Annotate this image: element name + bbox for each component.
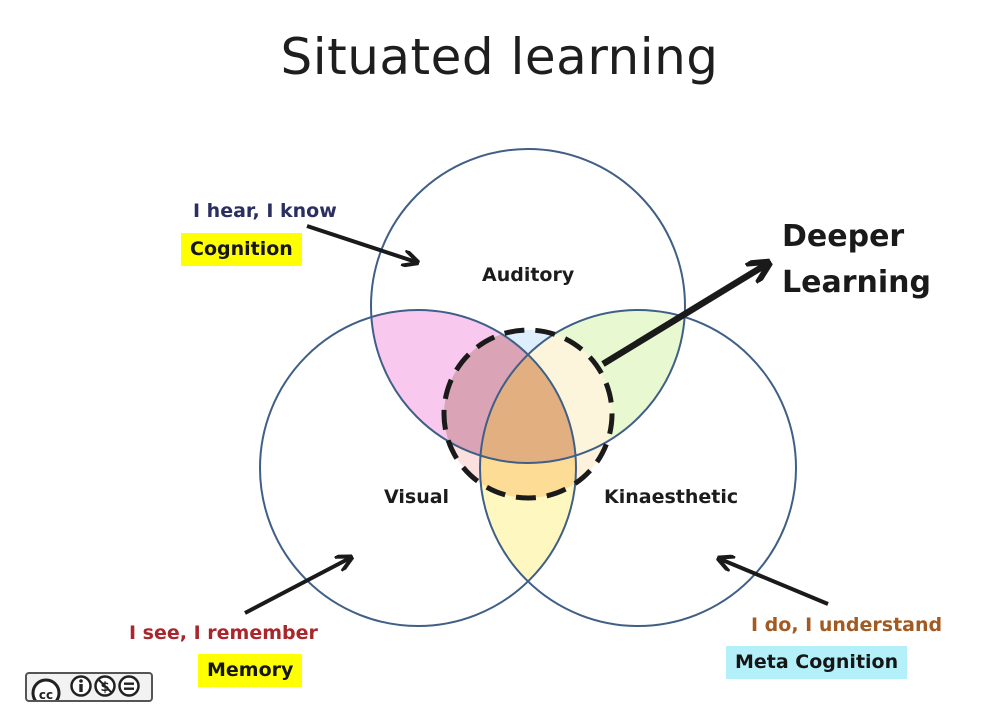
cc-by-nc-nd-icon: cc $ — [31, 675, 140, 704]
meta-cognition-badge: Meta Cognition — [726, 646, 908, 679]
auditory-label: Auditory — [482, 264, 575, 286]
memory-badge: Memory — [198, 654, 303, 687]
visual-label: Visual — [384, 486, 450, 508]
cognition-badge: Cognition — [181, 233, 302, 266]
creative-commons-license-badge: cc $ — [25, 672, 153, 704]
svg-text:cc: cc — [39, 688, 53, 700]
deeper-learning-line2: Learning — [782, 265, 931, 300]
auditory-circle — [370, 148, 686, 464]
deeper-learning-focus-circle — [441, 327, 615, 501]
slide-title: Situated learning — [280, 28, 719, 86]
deeper-learning-arrow — [601, 264, 767, 367]
memory-phrase: I see, I remember — [129, 622, 318, 644]
visual-circle — [259, 309, 577, 627]
memory-arrow — [244, 558, 350, 615]
meta-cognition-arrow — [720, 559, 829, 606]
cognition-arrow — [306, 224, 416, 262]
deeper-learning-line1: Deeper — [782, 219, 905, 254]
deeper-learning-label: Deeper Learning — [782, 214, 931, 306]
meta-cognition-phrase: I do, I understand — [751, 614, 943, 636]
kinaesthetic-circle — [479, 309, 797, 627]
svg-text:$: $ — [100, 680, 109, 695]
cognition-phrase: I hear, I know — [193, 200, 337, 222]
kinaesthetic-label: Kinaesthetic — [604, 486, 739, 508]
